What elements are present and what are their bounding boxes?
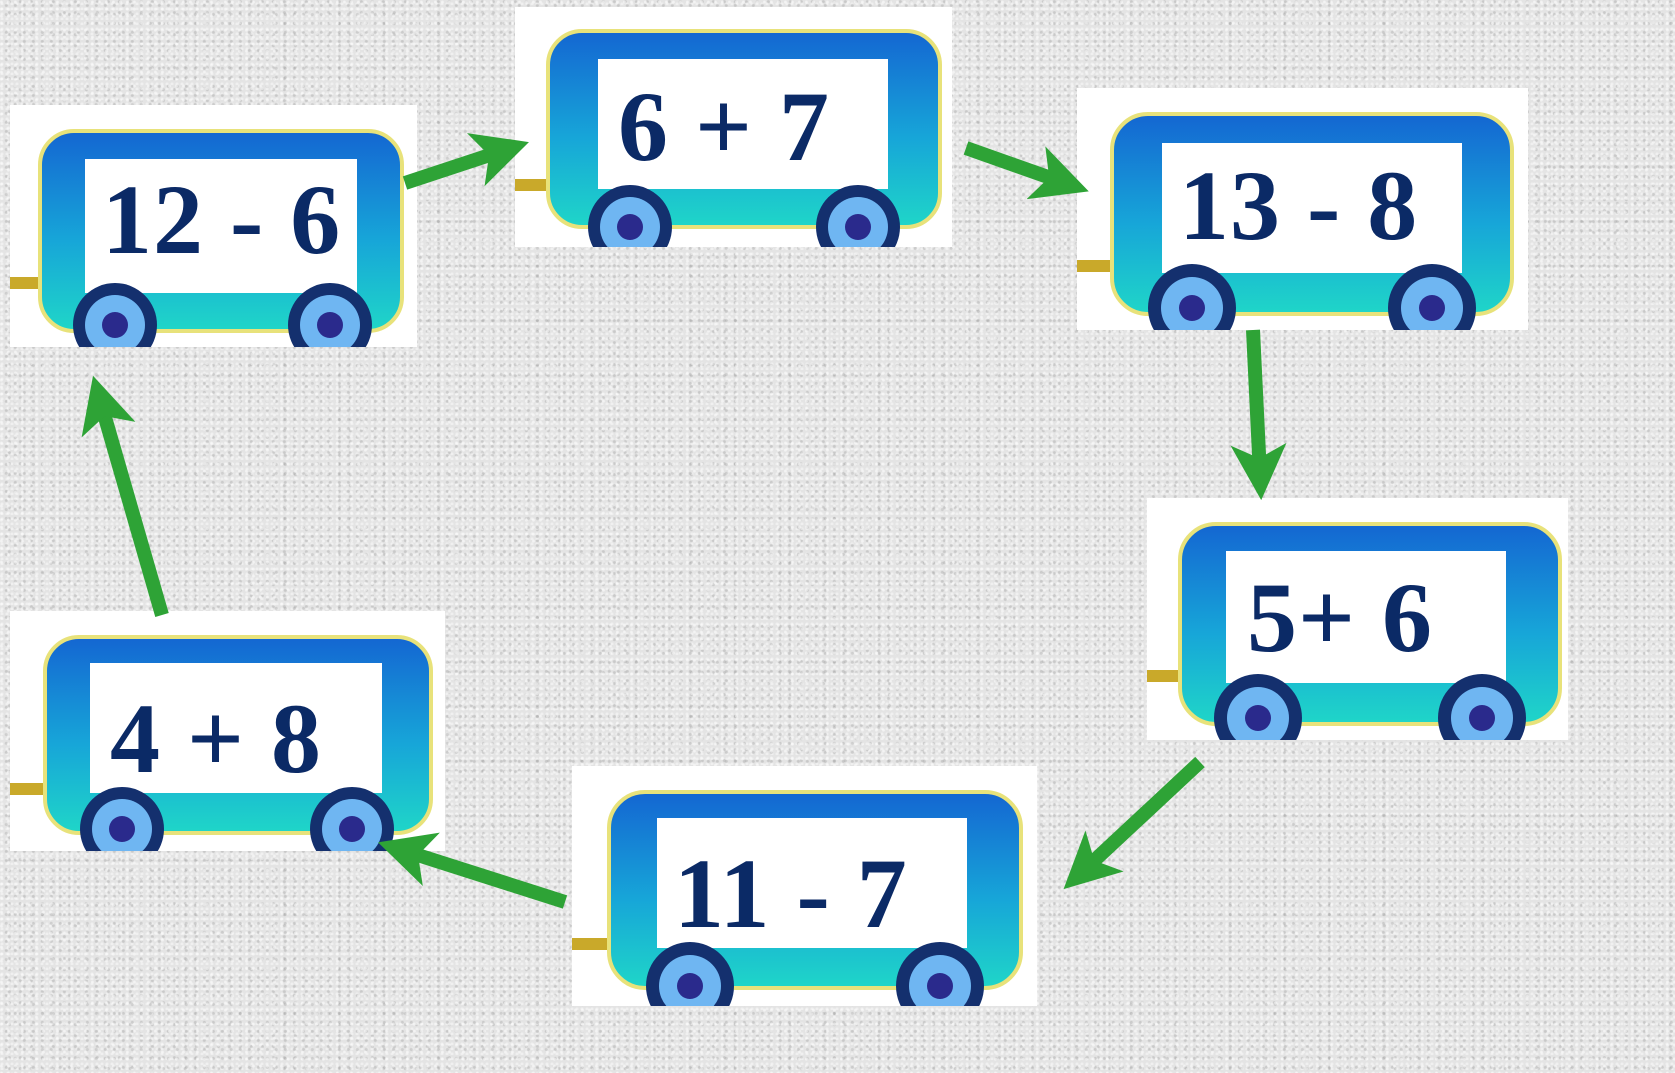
wagon-graphic	[1077, 112, 1514, 330]
arrow-right-icon	[402, 133, 529, 190]
arrow-right-icon	[963, 141, 1089, 200]
wagon-window	[1162, 143, 1462, 273]
wagon-card-12-6[interactable]: 12 - 6	[10, 105, 417, 347]
coupler	[10, 783, 50, 795]
coupler	[572, 938, 612, 950]
wagon-window	[598, 59, 888, 189]
arrow-left-icon	[377, 832, 568, 909]
wheel-right	[310, 787, 394, 851]
wheel-left	[588, 185, 672, 247]
wheel-left	[1148, 264, 1236, 330]
wagon-expression: 4 + 8	[110, 683, 322, 794]
wheel-right	[1438, 674, 1526, 740]
wagon-window	[85, 159, 357, 293]
wheel-right	[288, 283, 372, 347]
coupler	[1147, 670, 1187, 682]
wagon-expression: 13 - 8	[1179, 150, 1419, 261]
wheel-right	[1388, 264, 1476, 330]
wagon-graphic	[10, 129, 404, 347]
wheel-right	[816, 185, 900, 247]
wheel-left	[646, 942, 734, 1006]
wagon-graphic	[1147, 522, 1562, 740]
wagon-graphic	[10, 635, 433, 851]
wagon-card-13-8[interactable]: 13 - 8	[1077, 88, 1528, 330]
wheel-left	[73, 283, 157, 347]
wagon-card-5+6[interactable]: 5+ 6	[1147, 498, 1568, 740]
wagon-graphic	[572, 790, 1023, 1006]
wagon-expression: 11 - 7	[674, 838, 908, 949]
wagon-card-6+7[interactable]: 6 + 7	[515, 7, 952, 247]
wagon-card-11-7[interactable]: 11 - 7	[572, 766, 1037, 1006]
arrow-down-left-icon	[1063, 756, 1205, 890]
wagon-graphic	[515, 29, 942, 247]
wagon-window	[1226, 551, 1506, 683]
arrow-down-icon	[1230, 329, 1287, 501]
wheel-left	[1214, 674, 1302, 740]
wagon-window	[90, 663, 382, 793]
arrow-up-icon	[81, 375, 169, 617]
wagon-expression: 5+ 6	[1247, 562, 1433, 673]
wheel-left	[80, 787, 164, 851]
wagon-window	[657, 818, 967, 948]
coupler	[1077, 260, 1117, 272]
wagon-expression: 12 - 6	[102, 164, 342, 275]
wagon-card-4+8[interactable]: 4 + 8	[10, 611, 445, 851]
wagon-expression: 6 + 7	[618, 71, 830, 182]
wheel-right	[896, 942, 984, 1006]
